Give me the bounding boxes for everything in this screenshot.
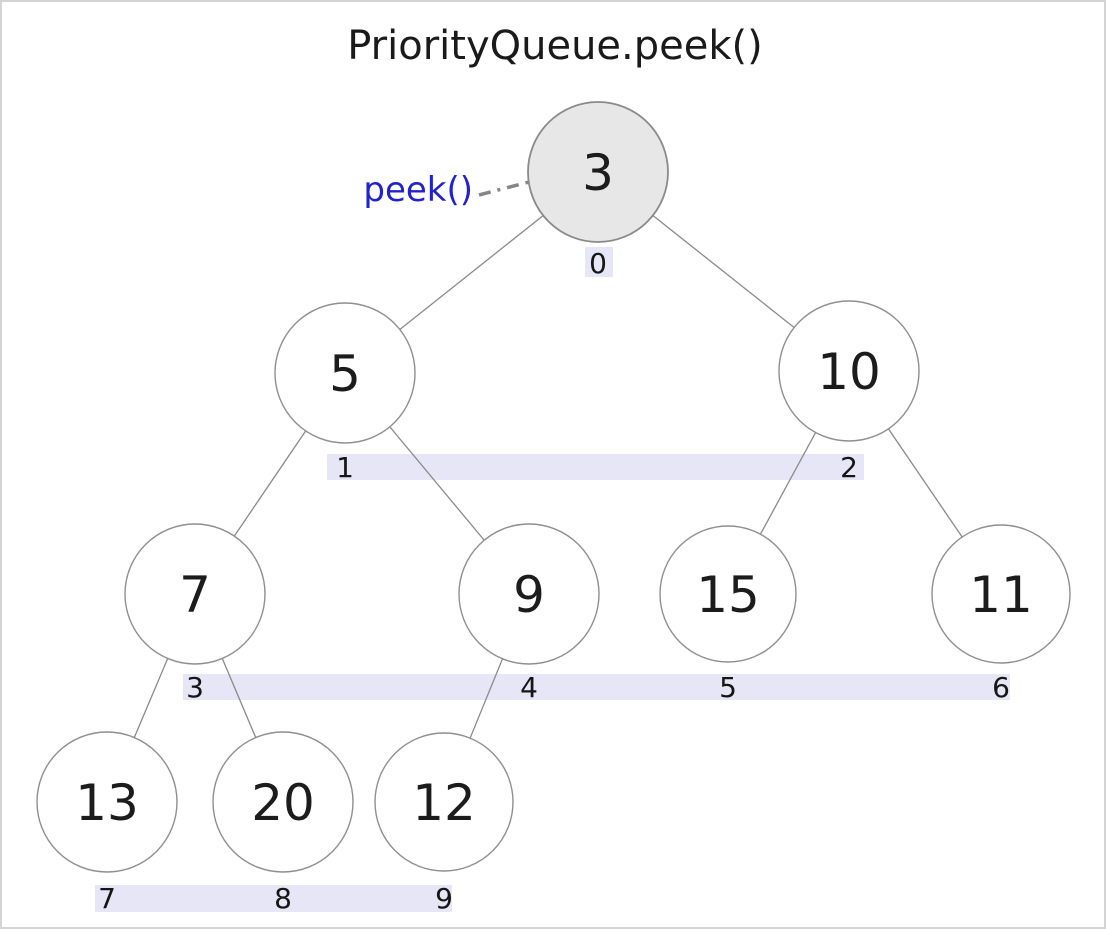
heap-nodes: 3 5 10 7 9 15 — [36, 101, 1071, 873]
heap-node-9: 12 — [374, 732, 514, 872]
index-label-6: 6 — [992, 671, 1010, 704]
heap-node-0-value: 3 — [582, 144, 614, 202]
heap-node-8-circle — [212, 731, 354, 873]
heap-node-3-value: 7 — [179, 566, 211, 624]
heap-node-5: 15 — [659, 525, 797, 663]
index-label-4: 4 — [520, 671, 538, 704]
index-bands — [95, 247, 1010, 912]
heap-node-6: 11 — [931, 524, 1071, 664]
index-band-level-3 — [95, 885, 452, 912]
heap-node-0: 3 — [527, 101, 669, 243]
heap-node-1: 5 — [274, 302, 416, 444]
diagram-title: PriorityQueue.peek() — [347, 23, 762, 69]
heap-node-8: 20 — [212, 731, 354, 873]
heap-node-3-circle — [124, 523, 266, 665]
heap-node-2: 10 — [778, 300, 920, 442]
heap-node-6-circle — [931, 524, 1071, 664]
heap-node-2-circle — [778, 300, 920, 442]
heap-node-5-circle — [659, 525, 797, 663]
index-band-level-0 — [585, 247, 613, 277]
index-label-0: 0 — [589, 247, 607, 280]
peek-annotation-label: peek() — [363, 170, 473, 210]
index-label-3: 3 — [186, 671, 204, 704]
index-label-5: 5 — [719, 671, 737, 704]
heap-node-1-circle — [274, 302, 416, 444]
index-label-2: 2 — [840, 451, 858, 484]
heap-node-1-value: 5 — [329, 345, 361, 403]
heap-node-9-circle — [374, 732, 514, 872]
index-label-8: 8 — [274, 882, 292, 915]
index-labels: 0 1 2 3 4 5 6 7 8 9 — [98, 247, 1010, 915]
index-label-7: 7 — [98, 882, 116, 915]
heap-node-4-value: 9 — [513, 566, 545, 624]
heap-node-7-value: 13 — [75, 774, 139, 832]
index-band-level-2 — [183, 674, 1010, 700]
index-label-1: 1 — [336, 451, 354, 484]
heap-node-4-circle — [458, 523, 600, 665]
heap-node-0-circle — [527, 101, 669, 243]
heap-node-4: 9 — [458, 523, 600, 665]
heap-node-7-circle — [36, 731, 178, 873]
heap-node-9-value: 12 — [412, 774, 476, 832]
heap-node-8-value: 20 — [251, 774, 315, 832]
heap-node-5-value: 15 — [696, 566, 760, 624]
heap-node-2-value: 10 — [817, 343, 881, 401]
index-label-9: 9 — [435, 882, 453, 915]
index-band-level-1 — [327, 454, 864, 480]
heap-node-7: 13 — [36, 731, 178, 873]
heap-node-6-value: 11 — [969, 566, 1033, 624]
tree-edges — [106, 171, 1002, 803]
heap-node-3: 7 — [124, 523, 266, 665]
